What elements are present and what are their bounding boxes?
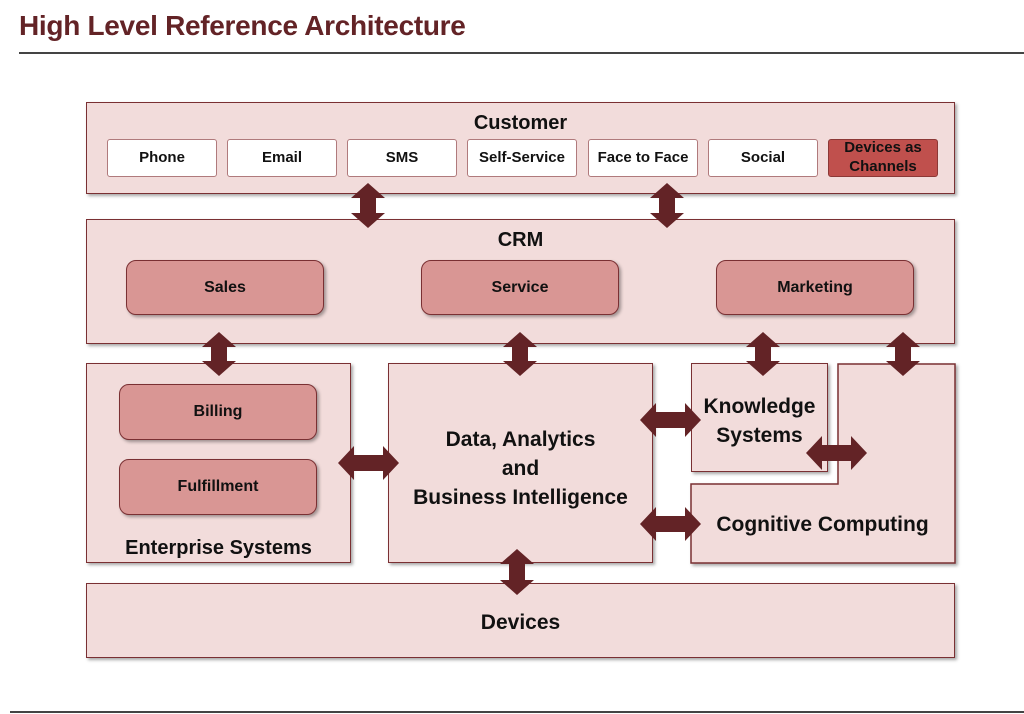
- knowledge-systems-box: [691, 363, 828, 472]
- arrow-service-to-data-analytics-and-business-intelligence: [503, 332, 537, 376]
- data-analytics-label: Data, Analytics and Business Intelligenc…: [388, 425, 653, 512]
- data-analytics-line1: Data, Analytics: [445, 428, 596, 451]
- arrow-knowledge-systems-to-cognitive-computing: [806, 436, 867, 470]
- channel-face-to-face[interactable]: Face to Face: [588, 139, 698, 177]
- page-title: High Level Reference Architecture: [19, 10, 466, 41]
- enterprise-module-fulfillment[interactable]: Fulfillment: [119, 459, 317, 515]
- channel-devices-as-channels[interactable]: Devices as Channels: [828, 139, 938, 177]
- arrow-sms-to-crm: [351, 183, 385, 228]
- customer-layer-label: Customer: [473, 112, 568, 134]
- enterprise-module-billing[interactable]: Billing: [119, 384, 317, 440]
- channel-social[interactable]: Social: [708, 139, 818, 177]
- devices-layer: [86, 583, 955, 658]
- arrow-data-analytics-and-business-intelligence-to-cognitive-computing: [640, 507, 701, 541]
- channel-sms[interactable]: SMS: [347, 139, 457, 177]
- crm-layer-label: CRM: [497, 229, 544, 251]
- crm-module-sales[interactable]: Sales: [126, 260, 324, 315]
- arrow-data-analytics-and-business-intelligence-to-knowledge-systems: [640, 403, 701, 437]
- devices-layer-label: Devices: [480, 611, 561, 634]
- crm-module-marketing[interactable]: Marketing: [716, 260, 914, 315]
- data-analytics-box: [388, 363, 653, 563]
- arrow-crm-to-cognitive-computing: [886, 332, 920, 376]
- channel-self-service[interactable]: Self-Service: [467, 139, 577, 177]
- channel-email[interactable]: Email: [227, 139, 337, 177]
- arrow-marketing-to-knowledge-systems: [746, 332, 780, 376]
- cognitive-computing-label: Cognitive Computing: [716, 513, 929, 536]
- arrow-face-to-face-to-crm: [650, 183, 684, 228]
- footer-divider: [10, 711, 1024, 713]
- title-divider: [19, 52, 1024, 54]
- enterprise-systems-label: Enterprise Systems: [125, 537, 312, 559]
- arrow-data-analytics-and-business-intelligence-to-devices: [500, 549, 534, 595]
- arrow-sales-to-enterprise-systems: [202, 332, 236, 376]
- knowledge-systems-label: Knowledge Systems: [691, 392, 828, 450]
- channel-phone[interactable]: Phone: [107, 139, 217, 177]
- crm-module-service[interactable]: Service: [421, 260, 619, 315]
- knowledge-systems-line2: Systems: [716, 424, 803, 447]
- knowledge-systems-line1: Knowledge: [703, 395, 816, 418]
- data-analytics-line3: Business Intelligence: [413, 486, 628, 509]
- arrow-enterprise-systems-to-data-analytics-and-business-intelligence: [338, 446, 399, 480]
- data-analytics-line2: and: [501, 457, 540, 480]
